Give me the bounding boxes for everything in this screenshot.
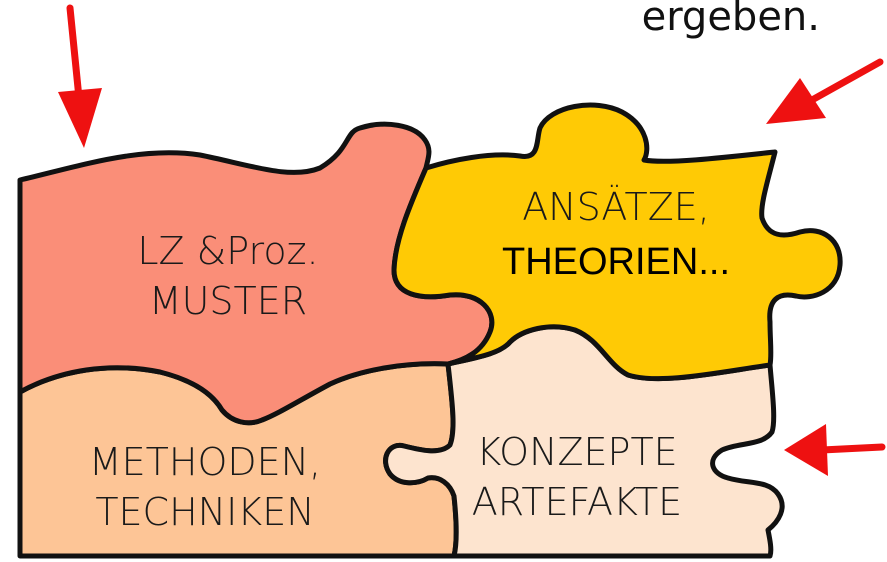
label-konzepte-line2: ARTEFAKTE: [472, 480, 682, 524]
label-ansaetze-line1: ANSÄTZE,: [522, 185, 710, 229]
arrow-top-right: [766, 58, 884, 124]
arrow-top-left: [58, 4, 102, 148]
label-methoden-line1: METHODEN,: [89, 440, 321, 484]
piece-ansaetze: [391, 102, 843, 382]
label-lz-line1: LZ &Proz.: [137, 229, 318, 273]
arrow-right: [784, 424, 886, 476]
label-methoden-line2: TECHNIKEN: [95, 490, 314, 534]
label-ansaetze-line2: THEORIEN...: [502, 241, 730, 283]
label-konzepte-line1: KONZEPTE: [476, 430, 677, 474]
corner-text-ergeben: ergeben.: [642, 0, 820, 40]
label-lz-line2: MUSTER: [149, 279, 307, 323]
